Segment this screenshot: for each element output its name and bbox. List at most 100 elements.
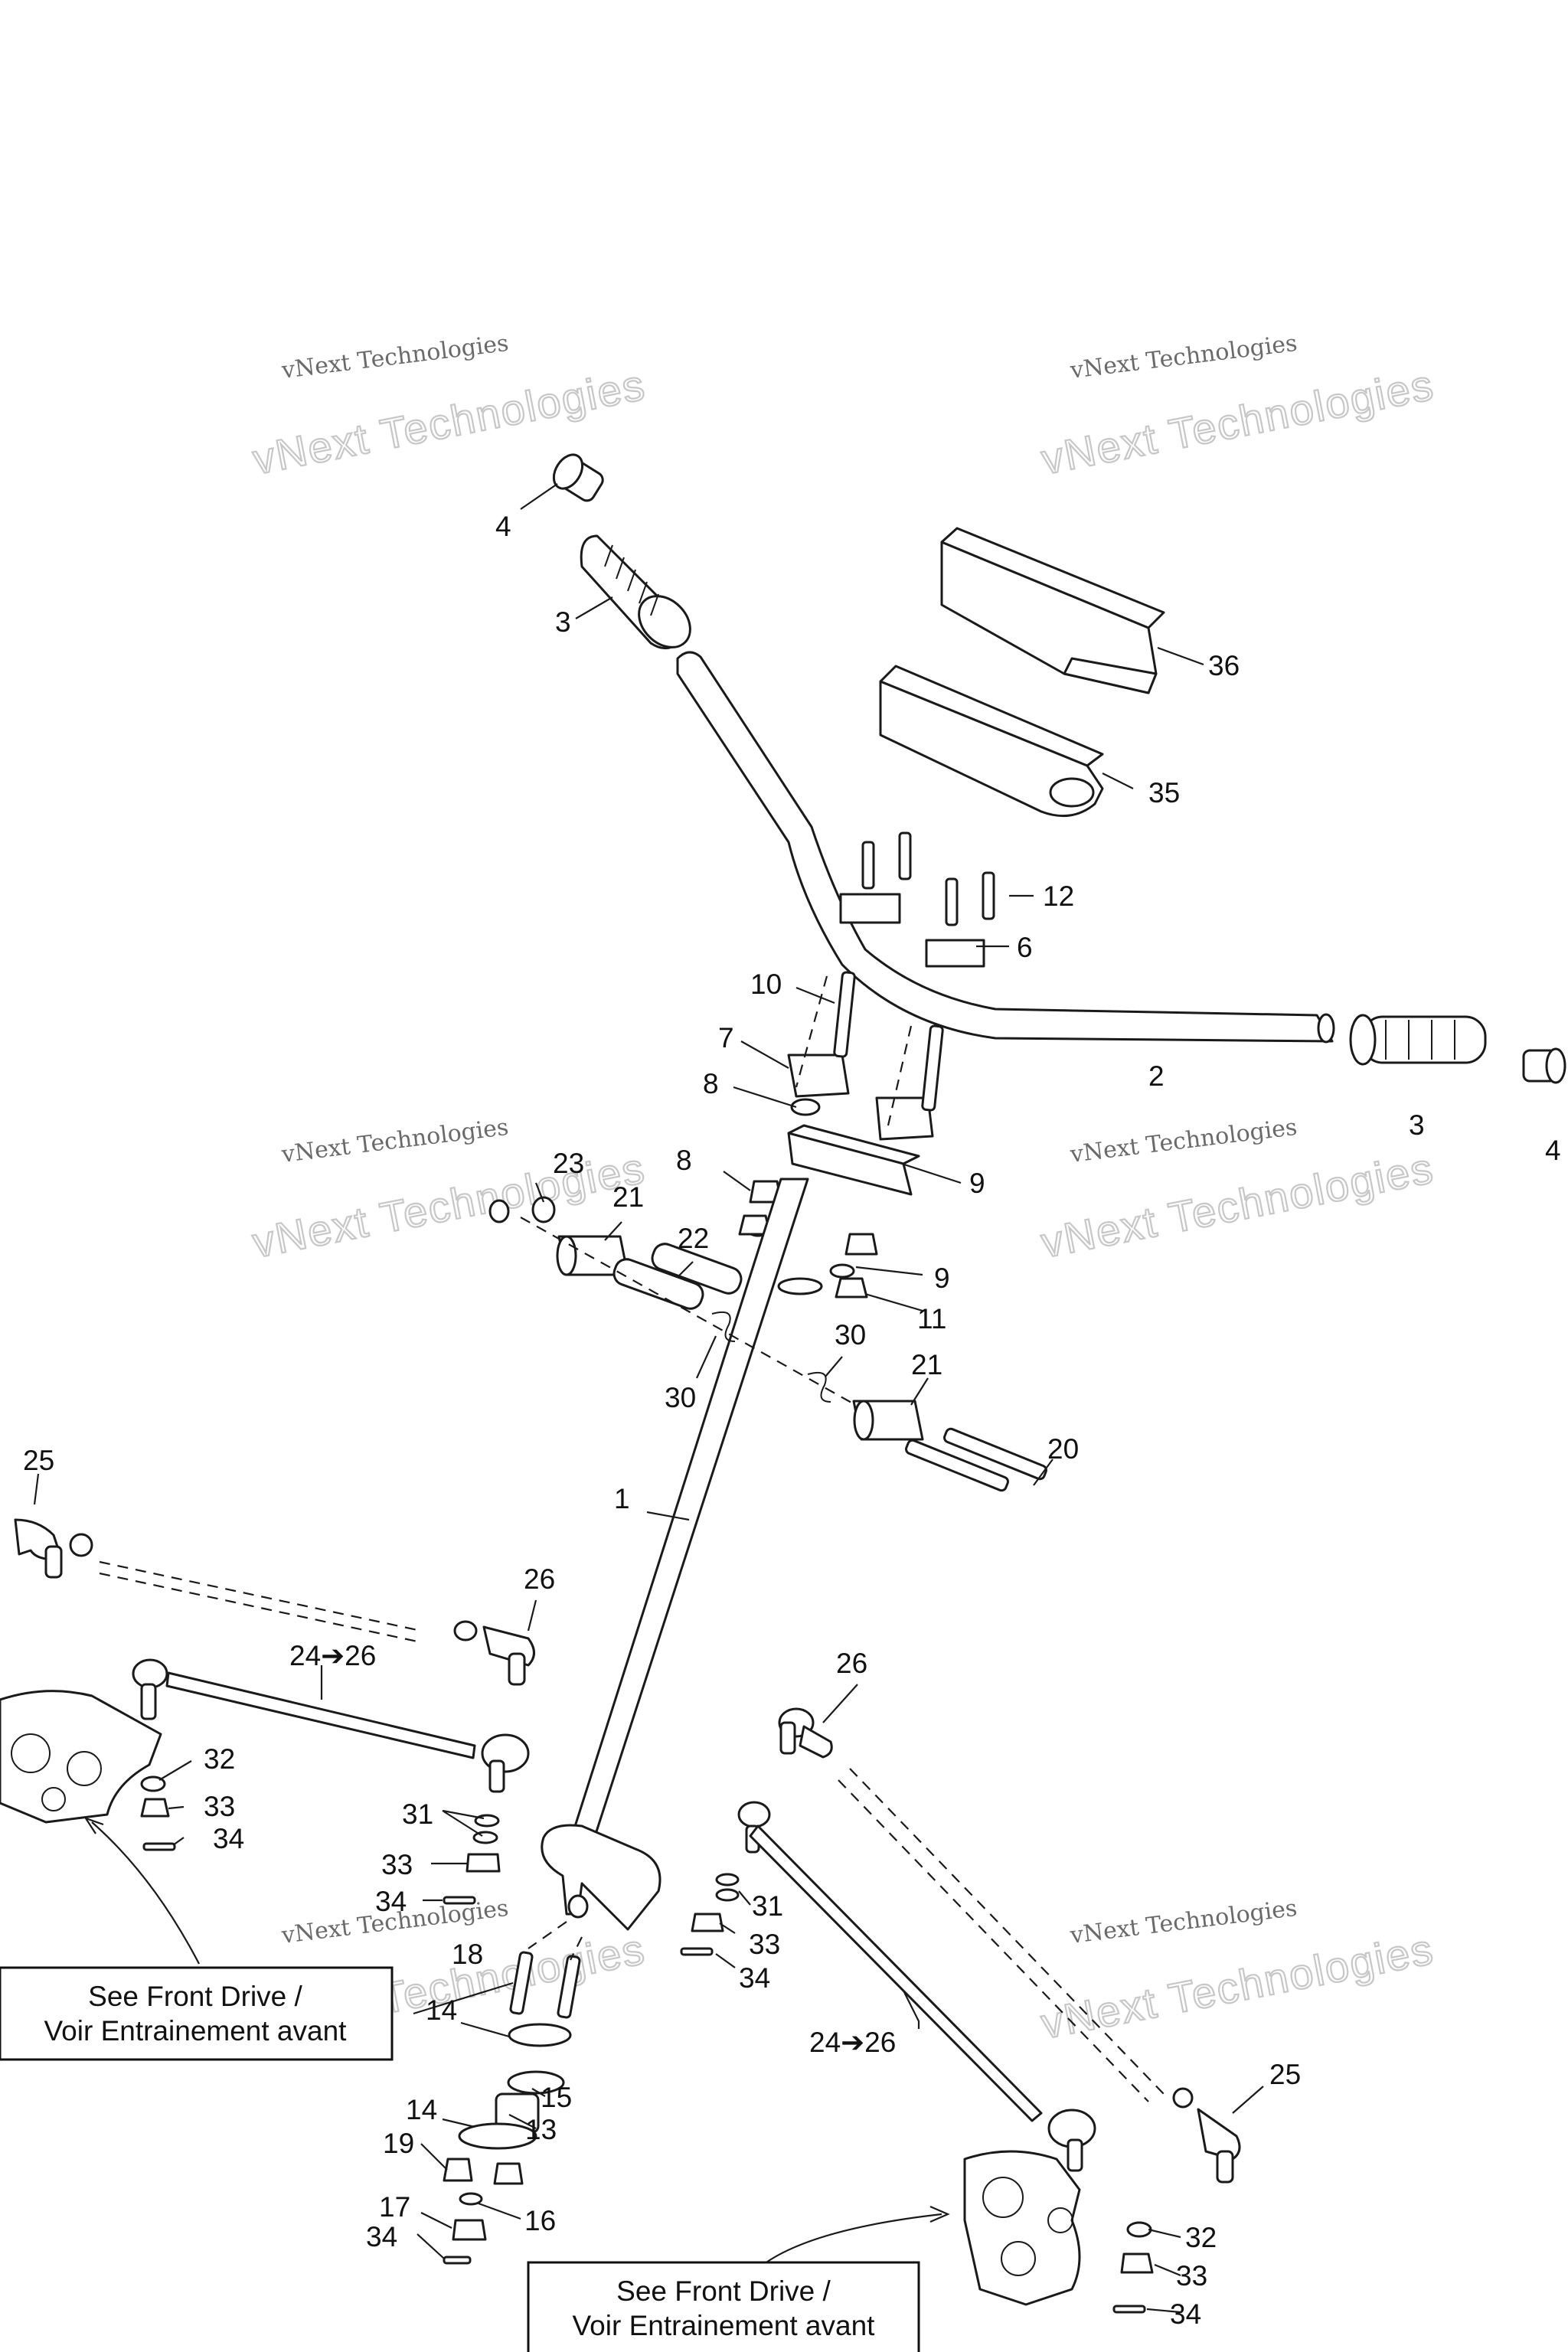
callout-31: 31 [752,1890,783,1922]
callout-12: 12 [1043,880,1074,912]
callout-21: 21 [911,1349,942,1380]
column-lower-fork [541,1824,662,1931]
fasteners-right-center [680,1873,740,1956]
callout-1: 1 [614,1483,630,1514]
callout-33: 33 [381,1849,413,1880]
knuckle-right [963,2150,1081,2306]
handlebar-pad-36 [940,527,1165,694]
callout-33: 33 [749,1929,780,1960]
callout-35: 35 [1148,777,1180,808]
fasteners-left [140,1775,176,1851]
tie-rod-end-25-left [14,1518,93,1579]
callout-20: 20 [1047,1433,1079,1465]
watermark-small-text: vNext Technologies [1068,330,1298,384]
callout-31: 31 [402,1798,433,1830]
callout-34: 34 [1170,2298,1201,2330]
assembly-line [795,975,913,1126]
callout-14: 14 [426,1994,457,2026]
tie-rod-end-26-upper [453,1620,535,1686]
note-line-2: Voir Entrainement avant [573,2310,876,2341]
leader-lines [33,483,1264,2314]
note-see-front-drive-left[interactable]: See Front Drive / Voir Entrainement avan… [0,1966,394,2061]
callout-3: 3 [1409,1109,1425,1141]
tie-rod-24-right [737,1801,1096,2172]
bolts-18 [509,1951,581,2019]
upper-clamp-6 [839,893,985,968]
callout-34: 34 [213,1823,244,1854]
callout-32: 32 [204,1743,235,1775]
note-line-1: See Front Drive / [616,2275,831,2307]
fork-pin [567,1894,589,1919]
callout-19: 19 [383,2128,414,2159]
note-see-front-drive-right[interactable]: See Front Drive / Voir Entrainement avan… [527,2261,920,2352]
watermark-top-right: vNext Technologies vNext Technologies [1037,330,1439,485]
fasteners-right [1112,2221,1154,2314]
callout-25: 25 [23,1445,54,1476]
tie-rod-end-25-right [1172,2087,1241,2184]
end-plug-left [552,453,604,502]
callout-26: 26 [836,1648,867,1679]
handlebar-end [1317,1013,1335,1044]
column-collar [777,1277,823,1295]
callout-36: 36 [1208,650,1240,681]
callout-7: 7 [718,1022,734,1054]
callout-30: 30 [835,1319,866,1351]
nuts-11 [738,1214,868,1298]
callout-10: 10 [750,969,782,1000]
callout-9: 9 [934,1263,950,1294]
bearing-stack [443,2023,572,2265]
column-support [787,1124,920,1196]
callout-8: 8 [676,1145,692,1176]
lower-clamp-7 [787,1054,934,1141]
callout-21: 21 [612,1181,644,1213]
callout-24-26: 24➔26 [809,2027,896,2058]
handlebar [676,651,1334,1043]
callout-26: 26 [524,1563,555,1595]
note-line-2: Voir Entrainement avant [44,2015,348,2047]
callout-15: 15 [541,2082,572,2113]
callout-33: 33 [204,1791,235,1822]
tie-rod-shaft-dashed [838,1779,1149,2102]
callout-14: 14 [406,2094,437,2125]
knuckle-left [0,1690,162,1824]
bushing-assembly-lower [852,1400,924,1441]
callout-17: 17 [379,2191,410,2223]
assembly-line [528,1921,583,1961]
bolts-20 [905,1427,1047,1492]
watermark-mid-right: vNext Technologies vNext Technologies [1037,1114,1439,1268]
callout-34: 34 [739,1962,770,1994]
watermark-small-text: vNext Technologies [279,1114,510,1168]
callout-2: 2 [1148,1060,1165,1092]
callout-34: 34 [366,2221,397,2252]
clips-30 [711,1311,831,1403]
handlebar-pad-35 [879,665,1104,818]
grip-right [1349,1014,1487,1066]
tie-rod-end-26-right [778,1707,833,1759]
watermark-small-text: vNext Technologies [279,330,510,384]
tie-rod-shaft-dashed [99,1572,422,1644]
callout-24-26: 24➔26 [289,1640,376,1671]
callout-33: 33 [1176,2260,1207,2292]
callout-9: 9 [969,1168,985,1199]
callout-3: 3 [555,606,571,638]
callout-4: 4 [1545,1135,1561,1166]
callout-22: 22 [678,1223,709,1254]
clamp-bolts-12 [861,831,995,926]
note-line-1: See Front Drive / [88,1981,302,2012]
callout-16: 16 [524,2205,556,2236]
grip-left [580,534,691,650]
tie-rod-shaft-dashed [99,1560,422,1632]
callout-25: 25 [1269,2059,1301,2090]
tie-rod-shaft-dashed [849,1768,1165,2095]
callout-8: 8 [703,1068,719,1099]
watermark-small-text: vNext Technologies [1068,1895,1298,1949]
tie-rod-24-left [132,1658,530,1793]
callout-11: 11 [917,1303,946,1334]
callout-4: 4 [495,511,511,542]
callout-32: 32 [1185,2222,1217,2253]
note-leader-left [91,1821,200,1965]
fasteners-31-33-34-center [443,1814,501,1905]
end-plug-right [1522,1047,1566,1084]
watermark-top-left: vNext Technologies vNext Technologies [248,330,650,485]
